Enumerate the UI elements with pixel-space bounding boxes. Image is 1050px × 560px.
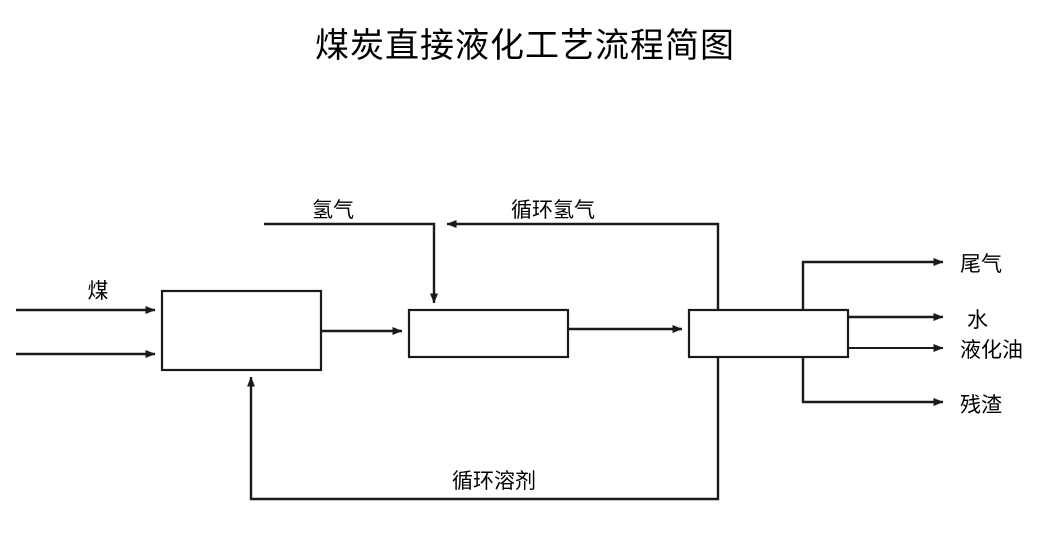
flow-label-water: 水 [967,308,988,332]
flow-label-residue: 残渣 [960,393,1002,417]
flow-label-tail-gas: 尾气 [960,252,1002,276]
page-title: 煤炭直接液化工艺流程简图 [315,26,735,66]
flow-hydrogen-line [264,222,438,304]
flow-residue-line [801,357,944,406]
flow-label-coal-feed: 煤 [88,279,109,303]
flow-tail-gas-line [801,258,944,310]
flow-recycle-hydrogen-line [446,220,720,310]
flow-label-recycle-solvent: 循环溶剂 [452,469,536,493]
flow-label-liquefied-oil: 液化油 [960,338,1023,362]
unit-liquefaction-reactor[interactable] [407,308,570,359]
flow-label-hydrogen: 氢气 [312,198,354,222]
flow-label-recycle-hydrogen: 循环氢气 [511,198,595,222]
unit-slurry-prep[interactable] [160,289,323,372]
unit-separation[interactable] [687,308,850,359]
flow-recycle-solvent-line [247,357,720,501]
